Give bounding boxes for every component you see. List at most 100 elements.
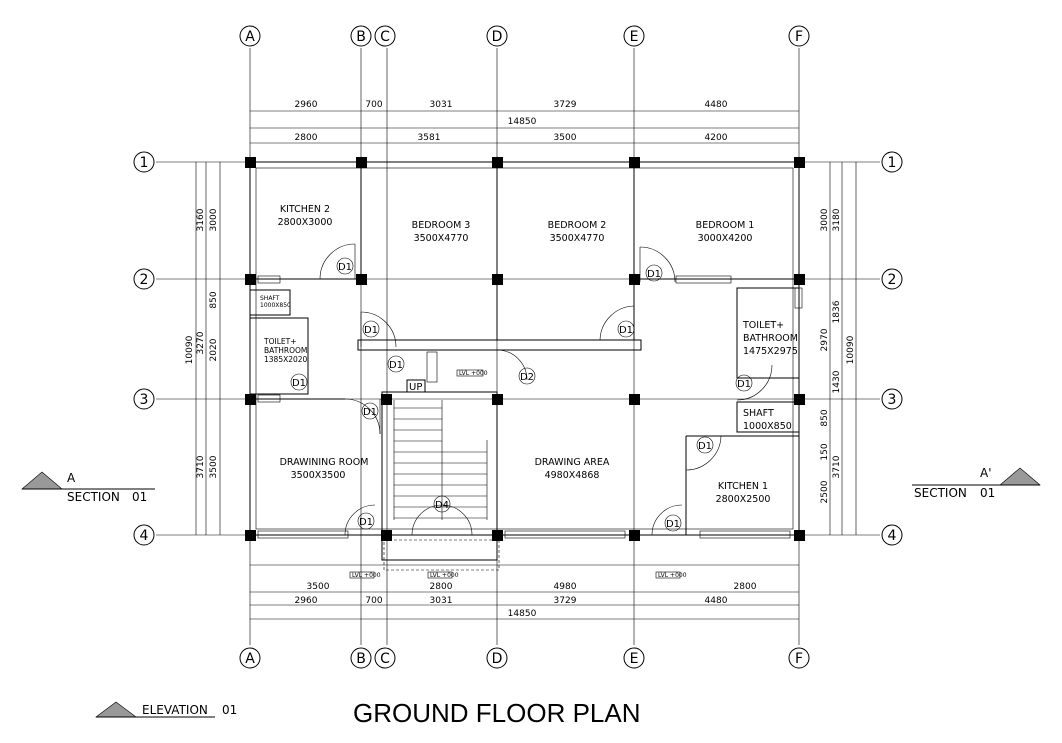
grid-bubbles-bottom: A B C D E F — [239, 647, 810, 669]
room-name: TOILET+ — [742, 320, 784, 331]
grid-label: 4 — [888, 528, 897, 544]
room-name: DRAWINING ROOM — [280, 457, 369, 468]
door-tag: D2 — [520, 372, 534, 383]
dim-text: 14850 — [508, 609, 537, 619]
room-size: 1000X850 — [743, 421, 792, 432]
dim-text: 2800 — [295, 133, 318, 143]
grid-label: C — [380, 29, 390, 45]
elevation-number: 01 — [222, 703, 237, 717]
level-tag: LVL +000 — [430, 572, 459, 579]
section-number: 01 — [980, 486, 995, 500]
door-tag: D1 — [737, 379, 751, 390]
dim-text: 3500 — [554, 133, 577, 143]
door-tag: D1 — [363, 407, 377, 418]
dim-text: 3270 — [196, 331, 206, 354]
dim-text: 3500 — [209, 455, 219, 478]
level-tag: LVL +000 — [658, 572, 687, 579]
dimensions-right: 3000 2970 850 150 2500 3180 1836 1430 37… — [820, 162, 857, 535]
dim-text: 2960 — [295, 596, 318, 606]
door-tag: D1 — [338, 262, 352, 273]
grid-label: 3 — [140, 392, 149, 408]
grid-label: 1 — [140, 155, 149, 171]
door-tag: D1 — [647, 269, 661, 280]
grid-label: F — [795, 651, 803, 667]
room-size: 1475X2975 — [743, 346, 798, 357]
dim-text: 850 — [820, 409, 830, 426]
grid-label: E — [630, 29, 639, 45]
dimensions-top: 2960 700 3031 3729 4480 14850 2800 3581 … — [250, 100, 799, 144]
section-label: A — [67, 471, 76, 485]
level-tags: LVL +000 LVL +000 LVL +000 LVL +000 — [349, 369, 687, 579]
room-size: 4980X4868 — [545, 470, 600, 481]
grid-label: D — [492, 29, 503, 45]
dimensions-bottom: 3500 2800 4980 2800 2960 700 3031 3729 4… — [250, 582, 799, 620]
door-tag: D1 — [389, 360, 403, 371]
room-size: 3500X3500 — [291, 470, 346, 481]
dim-text: 700 — [365, 100, 382, 110]
room-name: BEDROOM 3 — [412, 220, 471, 231]
dim-text: 3729 — [554, 100, 577, 110]
elevation-marker: ELEVATION 01 — [95, 701, 237, 718]
room-name: BATHROOM — [743, 333, 798, 344]
grid-label: 2 — [888, 272, 897, 288]
door-tags: D1 D1 D1 D1 D1 D1 D1 D2 D1 D1 D4 D1 D1 — [290, 257, 753, 532]
dim-text: 3729 — [554, 596, 577, 606]
dim-text: 2960 — [295, 100, 318, 110]
section-marker-left: A SECTION 01 — [21, 471, 155, 504]
dim-text: 3031 — [430, 596, 453, 606]
room-labels: KITCHEN 2 2800X3000 BEDROOM 3 3500X4770 … — [260, 204, 798, 505]
dim-text: 3581 — [418, 133, 441, 143]
grid-label: B — [356, 29, 366, 45]
dim-text: 2500 — [820, 480, 830, 503]
room-name: BEDROOM 2 — [548, 220, 607, 231]
level-tag: LVL +000 — [352, 572, 381, 579]
door-tag: D1 — [619, 325, 633, 336]
room-name: BEDROOM 1 — [696, 220, 755, 231]
grid-label: D — [492, 651, 503, 667]
dim-text: 850 — [209, 291, 219, 308]
dim-text: 10090 — [846, 335, 856, 364]
room-size: 3500X4770 — [550, 233, 605, 244]
elevation-arrow-icon — [95, 701, 137, 718]
dim-text: 3710 — [196, 455, 206, 478]
dim-text: 3031 — [430, 100, 453, 110]
section-number: 01 — [132, 490, 147, 504]
room-size: 2800X2500 — [716, 494, 771, 505]
dim-text: 3160 — [196, 208, 206, 231]
room-name: TOILET+ — [263, 337, 296, 346]
grid-label: C — [380, 651, 390, 667]
grid-bubbles-left: 1 2 3 4 — [133, 151, 155, 546]
room-name: SHAFT — [260, 295, 280, 302]
room-name: SHAFT — [743, 408, 774, 419]
section-arrow-icon — [21, 471, 63, 490]
door-swings — [319, 243, 773, 536]
room-name: BATHROOM — [264, 346, 307, 355]
grid-label: 3 — [888, 392, 897, 408]
door-tag: D1 — [698, 441, 712, 452]
elevation-text: ELEVATION — [142, 703, 208, 717]
dim-text: 10090 — [185, 335, 195, 364]
dim-text: 4480 — [705, 100, 728, 110]
grid-label: A — [245, 29, 255, 45]
dim-text: 2800 — [734, 582, 757, 592]
section-text: SECTION — [914, 486, 967, 500]
grid-label: A — [245, 651, 255, 667]
dim-text: 4200 — [705, 133, 728, 143]
dim-text: 2970 — [820, 328, 830, 351]
door-tag: D1 — [359, 517, 373, 528]
dim-text: 2800 — [430, 582, 453, 592]
room-size: 3500X4770 — [414, 233, 469, 244]
dim-text: 3710 — [832, 455, 842, 478]
door-tag: D4 — [435, 500, 449, 511]
grid-bubbles-right: 1 2 3 4 — [881, 151, 903, 546]
dim-text: 4980 — [554, 582, 577, 592]
room-size: 2800X3000 — [278, 217, 333, 228]
dim-text: 150 — [820, 443, 830, 460]
windows — [257, 275, 803, 539]
dim-text: 3500 — [307, 582, 330, 592]
dim-text: 4480 — [705, 596, 728, 606]
columns — [245, 157, 805, 541]
stair-up-label: UP — [409, 382, 422, 393]
dim-text: 1430 — [832, 370, 842, 393]
